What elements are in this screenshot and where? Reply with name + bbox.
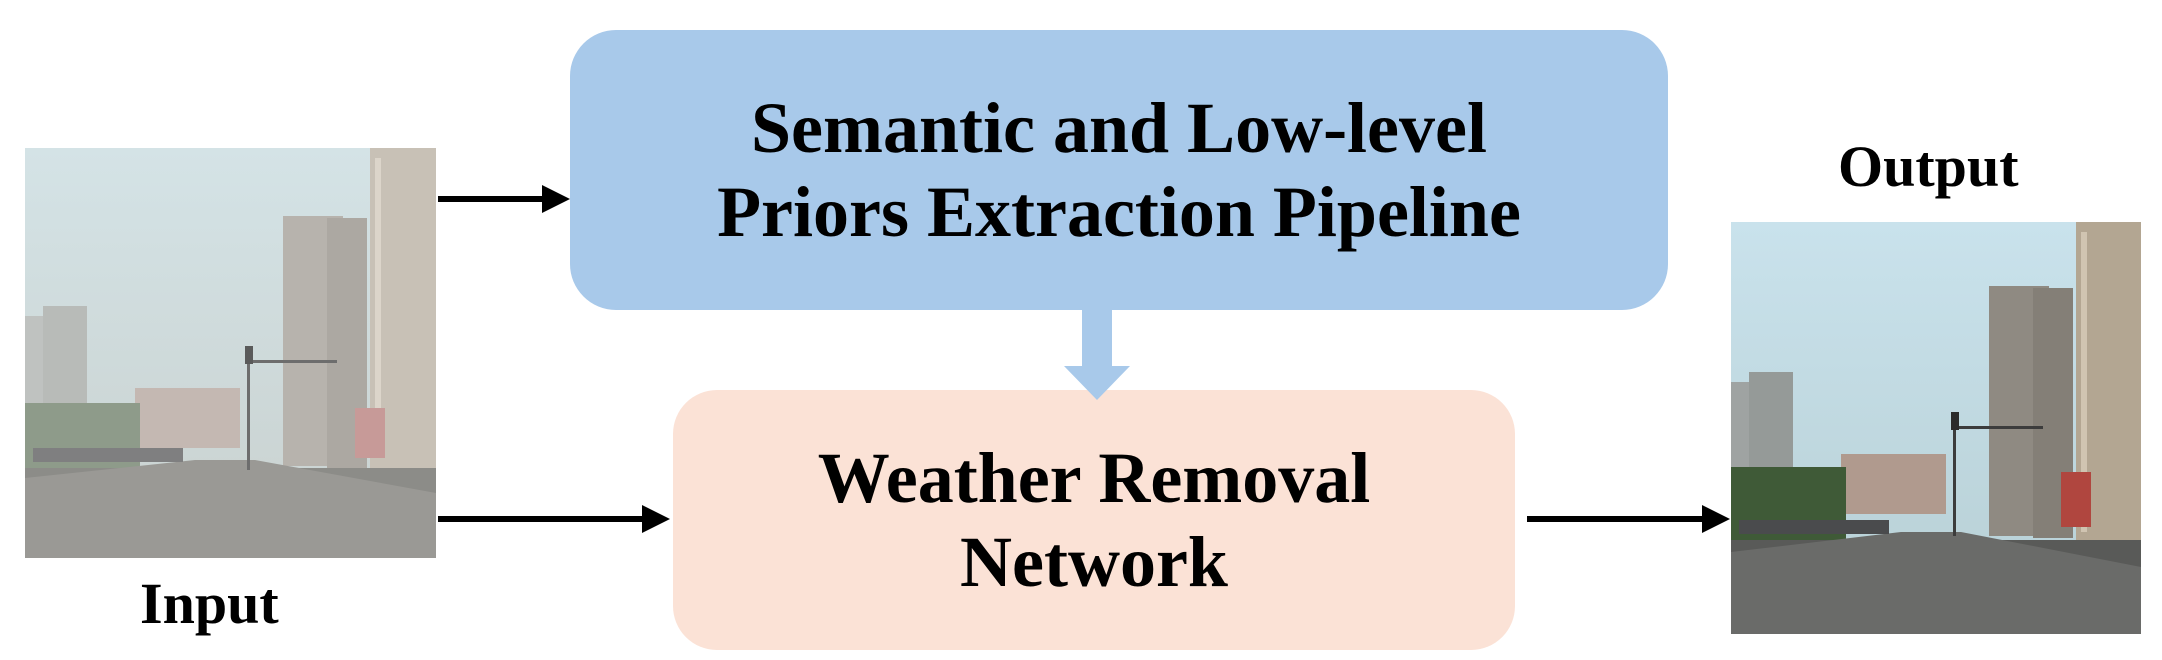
weather-removal-box: Weather Removal Network (673, 390, 1515, 650)
arrow-input-to-weather (438, 505, 670, 533)
priors-box-line1: Semantic and Low-level (751, 87, 1487, 168)
input-caption: Input (140, 571, 279, 636)
arrow-input-to-priors (438, 185, 570, 213)
priors-box-line2: Priors Extraction Pipeline (717, 172, 1521, 252)
priors-extraction-box: Semantic and Low-level Priors Extraction… (570, 30, 1668, 310)
input-image (25, 148, 436, 558)
output-caption: Output (1838, 134, 2019, 199)
weather-box-line2: Network (960, 522, 1228, 602)
output-image (1731, 222, 2141, 634)
weather-box-line1: Weather Removal (817, 437, 1371, 518)
arrow-weather-to-output (1527, 505, 1730, 533)
arrow-priors-to-weather (1064, 310, 1130, 400)
